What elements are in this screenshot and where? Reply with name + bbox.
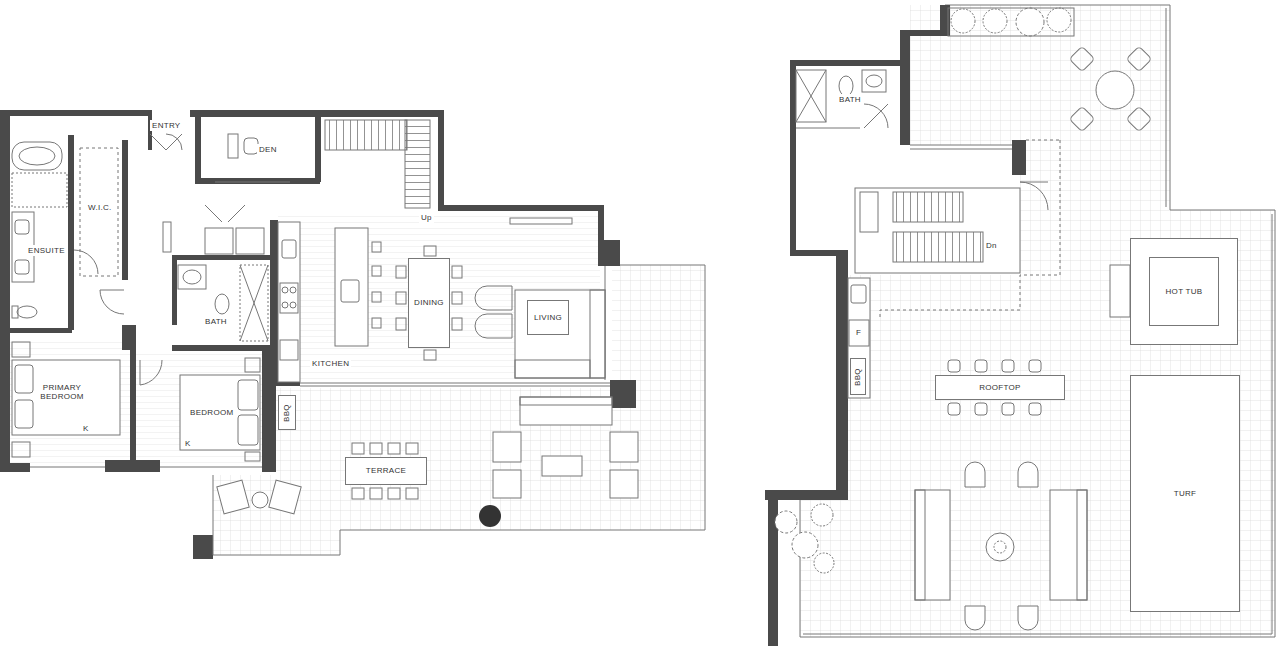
room-label: BATH bbox=[203, 316, 229, 327]
room-label: BEDROOM bbox=[188, 407, 235, 418]
room-label: Dn bbox=[984, 240, 999, 251]
room-label: TERRACE bbox=[366, 467, 406, 475]
room-label: W.I.C. bbox=[86, 202, 114, 213]
room-label: HOT TUB bbox=[1166, 288, 1203, 296]
bbq-grill: BBQ bbox=[850, 358, 866, 395]
room-label: DEN bbox=[257, 144, 279, 155]
room-label: Up bbox=[419, 212, 434, 223]
room-label: TURF bbox=[1174, 490, 1197, 498]
turf-area: TURF bbox=[1130, 375, 1240, 612]
room-label: ENTRY bbox=[150, 120, 182, 131]
hot-tub: HOT TUB bbox=[1130, 238, 1238, 345]
room-label: BATH bbox=[837, 94, 863, 105]
room-label: F bbox=[854, 327, 863, 338]
room-label: PRIMARY BEDROOM bbox=[37, 382, 87, 402]
terrace-table: TERRACE bbox=[345, 457, 427, 485]
rooftop-table: ROOFTOP bbox=[935, 375, 1065, 400]
dining-table: DINING bbox=[408, 258, 450, 348]
living-ottoman: LIVING bbox=[527, 300, 569, 335]
room-label: ENSUITE bbox=[26, 245, 67, 256]
room-label: K bbox=[183, 438, 193, 449]
room-label: DINING bbox=[414, 299, 444, 307]
room-label: LIVING bbox=[534, 314, 562, 322]
room-label: KITCHEN bbox=[310, 358, 351, 369]
room-label: ROOFTOP bbox=[979, 384, 1021, 392]
room-label: K bbox=[81, 423, 91, 434]
room-label: BBQ bbox=[854, 368, 862, 386]
room-label: BBQ bbox=[283, 404, 291, 422]
bbq-grill: BBQ bbox=[278, 395, 296, 430]
